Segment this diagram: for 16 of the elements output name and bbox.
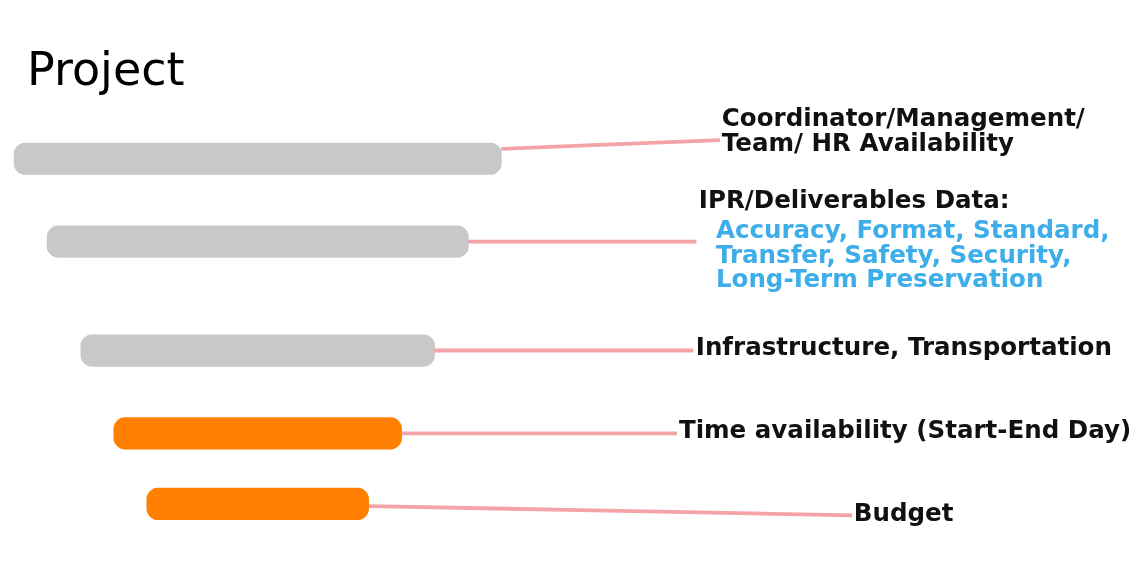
node-text: Coordinator/Management/ Team/ HR Availability <box>721 102 1085 157</box>
node-bar <box>46 225 469 258</box>
node-bar <box>113 416 402 449</box>
connector <box>434 348 694 352</box>
node-bar <box>146 487 369 520</box>
connector <box>501 137 720 151</box>
node-text: Infrastructure, Transportation <box>695 331 1112 361</box>
node-text: Budget <box>853 497 954 527</box>
connector <box>368 503 853 517</box>
connector <box>468 239 697 243</box>
node-bar <box>13 142 502 175</box>
node-bar <box>80 333 435 367</box>
node-text: IPR/Deliverables Data: Accuracy, Format, Standard, Transfer, Safety, Security, Long-Term Preservation <box>698 184 1110 293</box>
connector <box>401 430 678 435</box>
node-text: Time availability (Start-End Day) <box>678 414 1132 444</box>
diagram-title: Project <box>27 41 185 96</box>
